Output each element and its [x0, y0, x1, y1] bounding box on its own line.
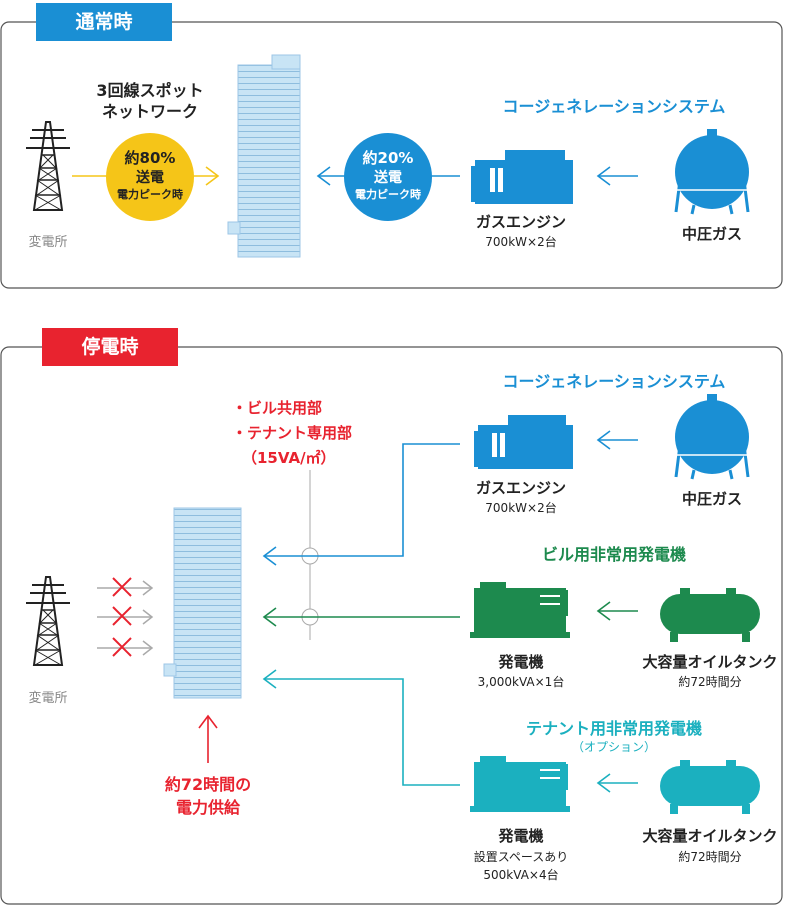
- tenant-gen-spec-line1: 設置スペースあり: [473, 850, 569, 864]
- tenant-gen-title: テナント用非常用発電機: [525, 719, 703, 738]
- outage-panel: [0, 346, 783, 905]
- outage-tab-bg: [42, 328, 178, 366]
- supply-target-tenant: ・テナント専用部: [232, 424, 353, 442]
- gas-engine-spec-outage: 700kW×2台: [485, 501, 557, 515]
- tenant-gen-label: 発電機: [498, 827, 544, 845]
- tenant-gen-feed-line: [262, 669, 460, 786]
- tenant-generator-icon: [470, 756, 570, 812]
- cogen-share-note: 電力ピーク時: [355, 188, 421, 201]
- substation-label: 変電所: [28, 235, 68, 250]
- cogen-share-value: 約20%: [362, 149, 414, 167]
- building-gen-feed-line: [262, 607, 460, 627]
- building-gen-spec: 3,000kVA×1台: [477, 675, 565, 689]
- cogen-share-label: 送電: [374, 170, 402, 186]
- gas-engine-icon-outage: [474, 415, 573, 469]
- normal-tab: 通常時: [75, 11, 133, 33]
- building-gen-title: ビル用非常用発電機: [541, 545, 687, 564]
- building-generator-icon: [470, 582, 570, 638]
- spot-network-line2: ネットワーク: [101, 102, 199, 121]
- supply-duration-line1: 約72時間の: [164, 775, 252, 794]
- office-building-icon: [227, 54, 301, 258]
- red-x-marks: [112, 577, 132, 657]
- cogen-feed-line-outage: [262, 443, 460, 566]
- tenant-oil-tank-icon: [660, 760, 760, 814]
- grid-share-label: 送電: [136, 170, 164, 186]
- substation-label-outage: 変電所: [28, 691, 68, 706]
- gas-tank-label-outage: 中圧ガス: [681, 490, 743, 508]
- outage-tab: 停電時: [81, 336, 139, 358]
- gas-tank-icon: [674, 129, 750, 215]
- gas-engine-label-outage: ガスエンジン: [475, 479, 567, 497]
- gas-engine-icon: [471, 150, 573, 204]
- supply-target-common: ・ビル共用部: [232, 399, 323, 417]
- office-building-icon-outage: [163, 507, 242, 699]
- normal-tab-bg: [36, 3, 172, 41]
- cogen-share-circle: [344, 133, 432, 221]
- grid-share-note: 電力ピーク時: [117, 188, 183, 201]
- gas-engine-spec: 700kW×2台: [485, 235, 557, 249]
- gas-engine-label: ガスエンジン: [475, 213, 567, 231]
- supply-target-capacity: （15VA/㎡）: [242, 449, 336, 467]
- grid-share-circle: [106, 133, 194, 221]
- building-oil-tank-icon: [660, 588, 760, 642]
- gas-tank-icon-outage: [674, 394, 750, 480]
- tenant-gen-spec-line2: 500kVA×4台: [483, 868, 559, 882]
- tenant-oil-spec: 約72時間分: [678, 850, 742, 864]
- cogen-title: コージェネレーションシステム: [502, 97, 726, 116]
- tenant-gen-subtitle: （オプション）: [571, 740, 657, 754]
- building-oil-spec: 約72時間分: [678, 675, 742, 689]
- building-oil-label: 大容量オイルタンク: [642, 653, 778, 671]
- cogen-title-outage: コージェネレーションシステム: [502, 372, 726, 391]
- building-gen-label: 発電機: [498, 653, 544, 671]
- gas-tank-label: 中圧ガス: [681, 225, 743, 243]
- cut-grid-lines: [97, 580, 154, 656]
- spot-network-line1: 3回線スポット: [96, 81, 204, 100]
- grid-share-value: 約80%: [124, 149, 176, 167]
- supply-duration-line2: 電力供給: [175, 798, 241, 817]
- tenant-oil-label: 大容量オイルタンク: [642, 827, 778, 845]
